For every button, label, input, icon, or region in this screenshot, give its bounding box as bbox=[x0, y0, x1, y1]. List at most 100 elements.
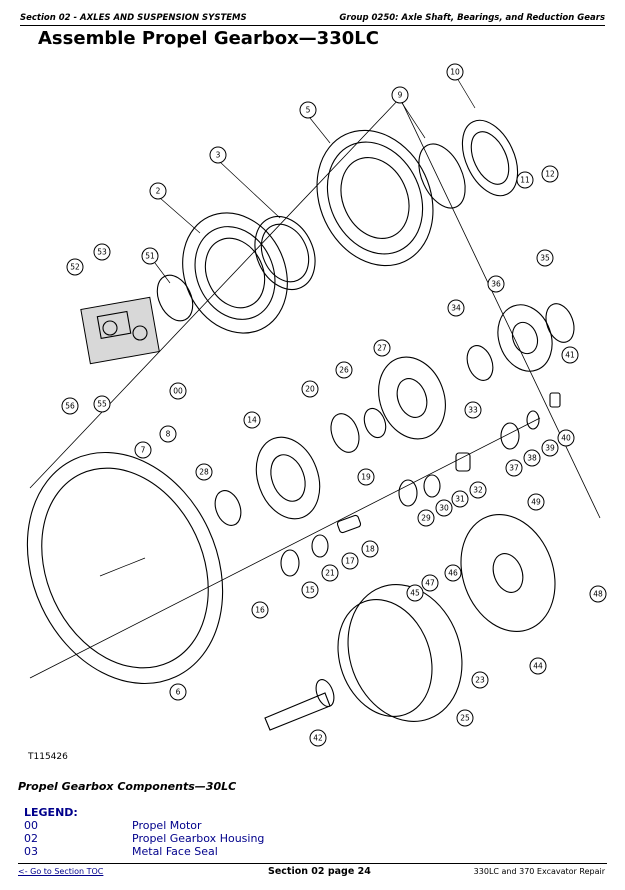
header-group: Group 0250: Axle Shaft, Bearings, and Re… bbox=[339, 13, 605, 23]
svg-text:17: 17 bbox=[345, 557, 355, 566]
svg-text:10: 10 bbox=[450, 68, 460, 77]
output-shaft bbox=[264, 679, 335, 731]
svg-text:2: 2 bbox=[156, 187, 161, 196]
svg-text:5: 5 bbox=[306, 106, 311, 115]
svg-text:44: 44 bbox=[533, 662, 543, 671]
svg-text:18: 18 bbox=[365, 545, 375, 554]
svg-text:53: 53 bbox=[97, 248, 107, 257]
frame-bottom bbox=[29, 417, 541, 679]
callout-40: 40 bbox=[557, 429, 575, 447]
exploded-view-diagram: 10 9 5 3 2 53 52 51 11 12 56 55 00 35 36… bbox=[20, 58, 610, 758]
callout-20: 20 bbox=[301, 380, 319, 398]
svg-text:32: 32 bbox=[473, 486, 483, 495]
callout-19: 19 bbox=[357, 468, 375, 486]
svg-text:3: 3 bbox=[216, 151, 221, 160]
svg-text:41: 41 bbox=[565, 351, 575, 360]
svg-text:49: 49 bbox=[531, 498, 541, 507]
figure-caption: Propel Gearbox Components—30LC bbox=[18, 780, 237, 793]
svg-text:31: 31 bbox=[455, 495, 465, 504]
svg-text:21: 21 bbox=[325, 569, 335, 578]
callout-30: 30 bbox=[435, 499, 453, 517]
svg-text:14: 14 bbox=[247, 416, 257, 425]
svg-text:29: 29 bbox=[421, 514, 431, 523]
svg-text:7: 7 bbox=[141, 446, 146, 455]
sun-gear-34 bbox=[466, 345, 494, 381]
callout-16: 16 bbox=[251, 601, 269, 619]
callout-42: 42 bbox=[309, 729, 327, 747]
callout-3: 3 bbox=[209, 146, 281, 219]
callout-45: 45 bbox=[406, 584, 424, 602]
svg-text:55: 55 bbox=[97, 400, 107, 409]
callout-36: 36 bbox=[487, 275, 505, 293]
book-title: 330LC and 370 Excavator Repair bbox=[473, 867, 605, 876]
callout-12: 12 bbox=[541, 165, 559, 183]
legend-code: 02 bbox=[24, 832, 38, 845]
seal-ring bbox=[418, 143, 466, 209]
callout-27: 27 bbox=[373, 339, 391, 357]
svg-text:8: 8 bbox=[166, 430, 171, 439]
svg-text:56: 56 bbox=[65, 402, 75, 411]
callout-14: 14 bbox=[243, 411, 261, 429]
gearbox-housing bbox=[182, 212, 288, 334]
callout-31a: 31 bbox=[451, 490, 469, 508]
carrier-14 bbox=[255, 436, 321, 520]
legend-title: LEGEND: bbox=[24, 806, 78, 819]
callout-53: 53 bbox=[93, 243, 111, 261]
callout-21: 21 bbox=[321, 564, 339, 582]
callout-48: 48 bbox=[589, 585, 607, 603]
callout-00: 00 bbox=[169, 382, 187, 400]
svg-text:9: 9 bbox=[398, 91, 403, 100]
svg-text:23: 23 bbox=[475, 676, 485, 685]
callout-11: 11 bbox=[516, 171, 534, 189]
callout-6: 6 bbox=[169, 683, 187, 701]
planet-gear-group bbox=[280, 392, 561, 577]
figure-id: T115426 bbox=[28, 752, 68, 762]
callout-29: 29 bbox=[417, 509, 435, 527]
carrier-27 bbox=[378, 356, 446, 440]
callout-37: 37 bbox=[505, 459, 523, 477]
callout-2: 2 bbox=[149, 182, 201, 234]
svg-text:46: 46 bbox=[448, 569, 458, 578]
callout-7: 7 bbox=[134, 441, 152, 459]
svg-text:51: 51 bbox=[145, 252, 155, 261]
svg-text:20: 20 bbox=[305, 385, 315, 394]
callout-33: 33 bbox=[464, 401, 482, 419]
section-toc-link[interactable]: <- Go to Section TOC bbox=[18, 867, 104, 876]
metal-face-seal bbox=[254, 216, 316, 290]
ring-gear bbox=[26, 451, 224, 685]
svg-text:37: 37 bbox=[509, 464, 519, 473]
callout-18: 18 bbox=[361, 540, 379, 558]
sun-gear-20 bbox=[330, 413, 360, 453]
callout-35: 35 bbox=[536, 249, 554, 267]
svg-text:16: 16 bbox=[255, 606, 265, 615]
thrust-washer-26 bbox=[363, 407, 387, 439]
footer-divider bbox=[18, 863, 607, 864]
svg-text:15: 15 bbox=[305, 586, 315, 595]
legend-code: 00 bbox=[24, 819, 38, 832]
svg-text:36: 36 bbox=[491, 280, 501, 289]
svg-text:26: 26 bbox=[339, 366, 349, 375]
callout-5: 5 bbox=[299, 101, 331, 144]
svg-text:19: 19 bbox=[361, 473, 371, 482]
callout-49: 49 bbox=[527, 493, 545, 511]
callout-44: 44 bbox=[529, 657, 547, 675]
o-ring bbox=[156, 274, 194, 322]
svg-text:30: 30 bbox=[439, 504, 449, 513]
callout-9: 9 bbox=[391, 86, 426, 139]
svg-text:45: 45 bbox=[410, 589, 420, 598]
callout-26: 26 bbox=[335, 361, 353, 379]
cover-plate bbox=[461, 119, 519, 197]
svg-text:39: 39 bbox=[545, 444, 555, 453]
callout-56: 56 bbox=[61, 397, 79, 415]
svg-text:38: 38 bbox=[527, 454, 537, 463]
legend-code: 03 bbox=[24, 845, 38, 858]
svg-text:47: 47 bbox=[425, 579, 435, 588]
callout-8: 8 bbox=[159, 425, 177, 443]
callout-28: 28 bbox=[195, 463, 213, 481]
callout-23: 23 bbox=[471, 671, 489, 689]
legend-label: Propel Motor bbox=[132, 819, 202, 832]
cover-44 bbox=[460, 514, 556, 632]
callout-51: 51 bbox=[141, 247, 171, 284]
